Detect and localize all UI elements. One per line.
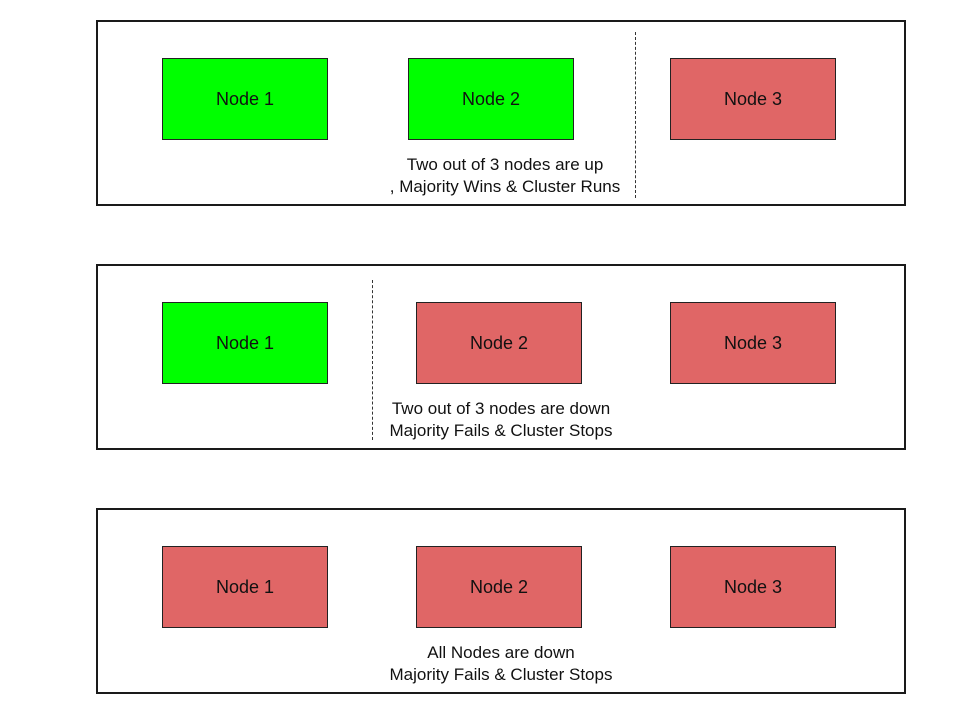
scenario-panel-3: Node 1 Node 2 Node 3 All Nodes are down … (96, 508, 906, 694)
caption-line: , Majority Wins & Cluster Runs (389, 177, 621, 196)
node-box: Node 2 (416, 302, 582, 384)
node-box: Node 3 (670, 58, 836, 140)
partition-divider (635, 32, 636, 198)
caption-line: All Nodes are down (427, 643, 575, 662)
caption-line: Two out of 3 nodes are down (391, 399, 611, 418)
node-box: Node 2 (416, 546, 582, 628)
caption-line: Majority Fails & Cluster Stops (389, 421, 613, 440)
node-box: Node 2 (408, 58, 574, 140)
scenario-caption: All Nodes are down Majority Fails & Clus… (98, 642, 904, 686)
partition-divider (372, 280, 373, 440)
node-box: Node 1 (162, 546, 328, 628)
scenario-panel-1: Node 1 Node 2 Node 3 Two out of 3 nodes … (96, 20, 906, 206)
node-box: Node 3 (670, 302, 836, 384)
caption-line: Two out of 3 nodes are up (406, 155, 604, 174)
scenario-caption: Two out of 3 nodes are up , Majority Win… (106, 154, 904, 198)
caption-line: Majority Fails & Cluster Stops (389, 665, 613, 684)
scenario-caption: Two out of 3 nodes are down Majority Fai… (98, 398, 904, 442)
node-box: Node 3 (670, 546, 836, 628)
scenario-panel-2: Node 1 Node 2 Node 3 Two out of 3 nodes … (96, 264, 906, 450)
node-box: Node 1 (162, 58, 328, 140)
node-box: Node 1 (162, 302, 328, 384)
